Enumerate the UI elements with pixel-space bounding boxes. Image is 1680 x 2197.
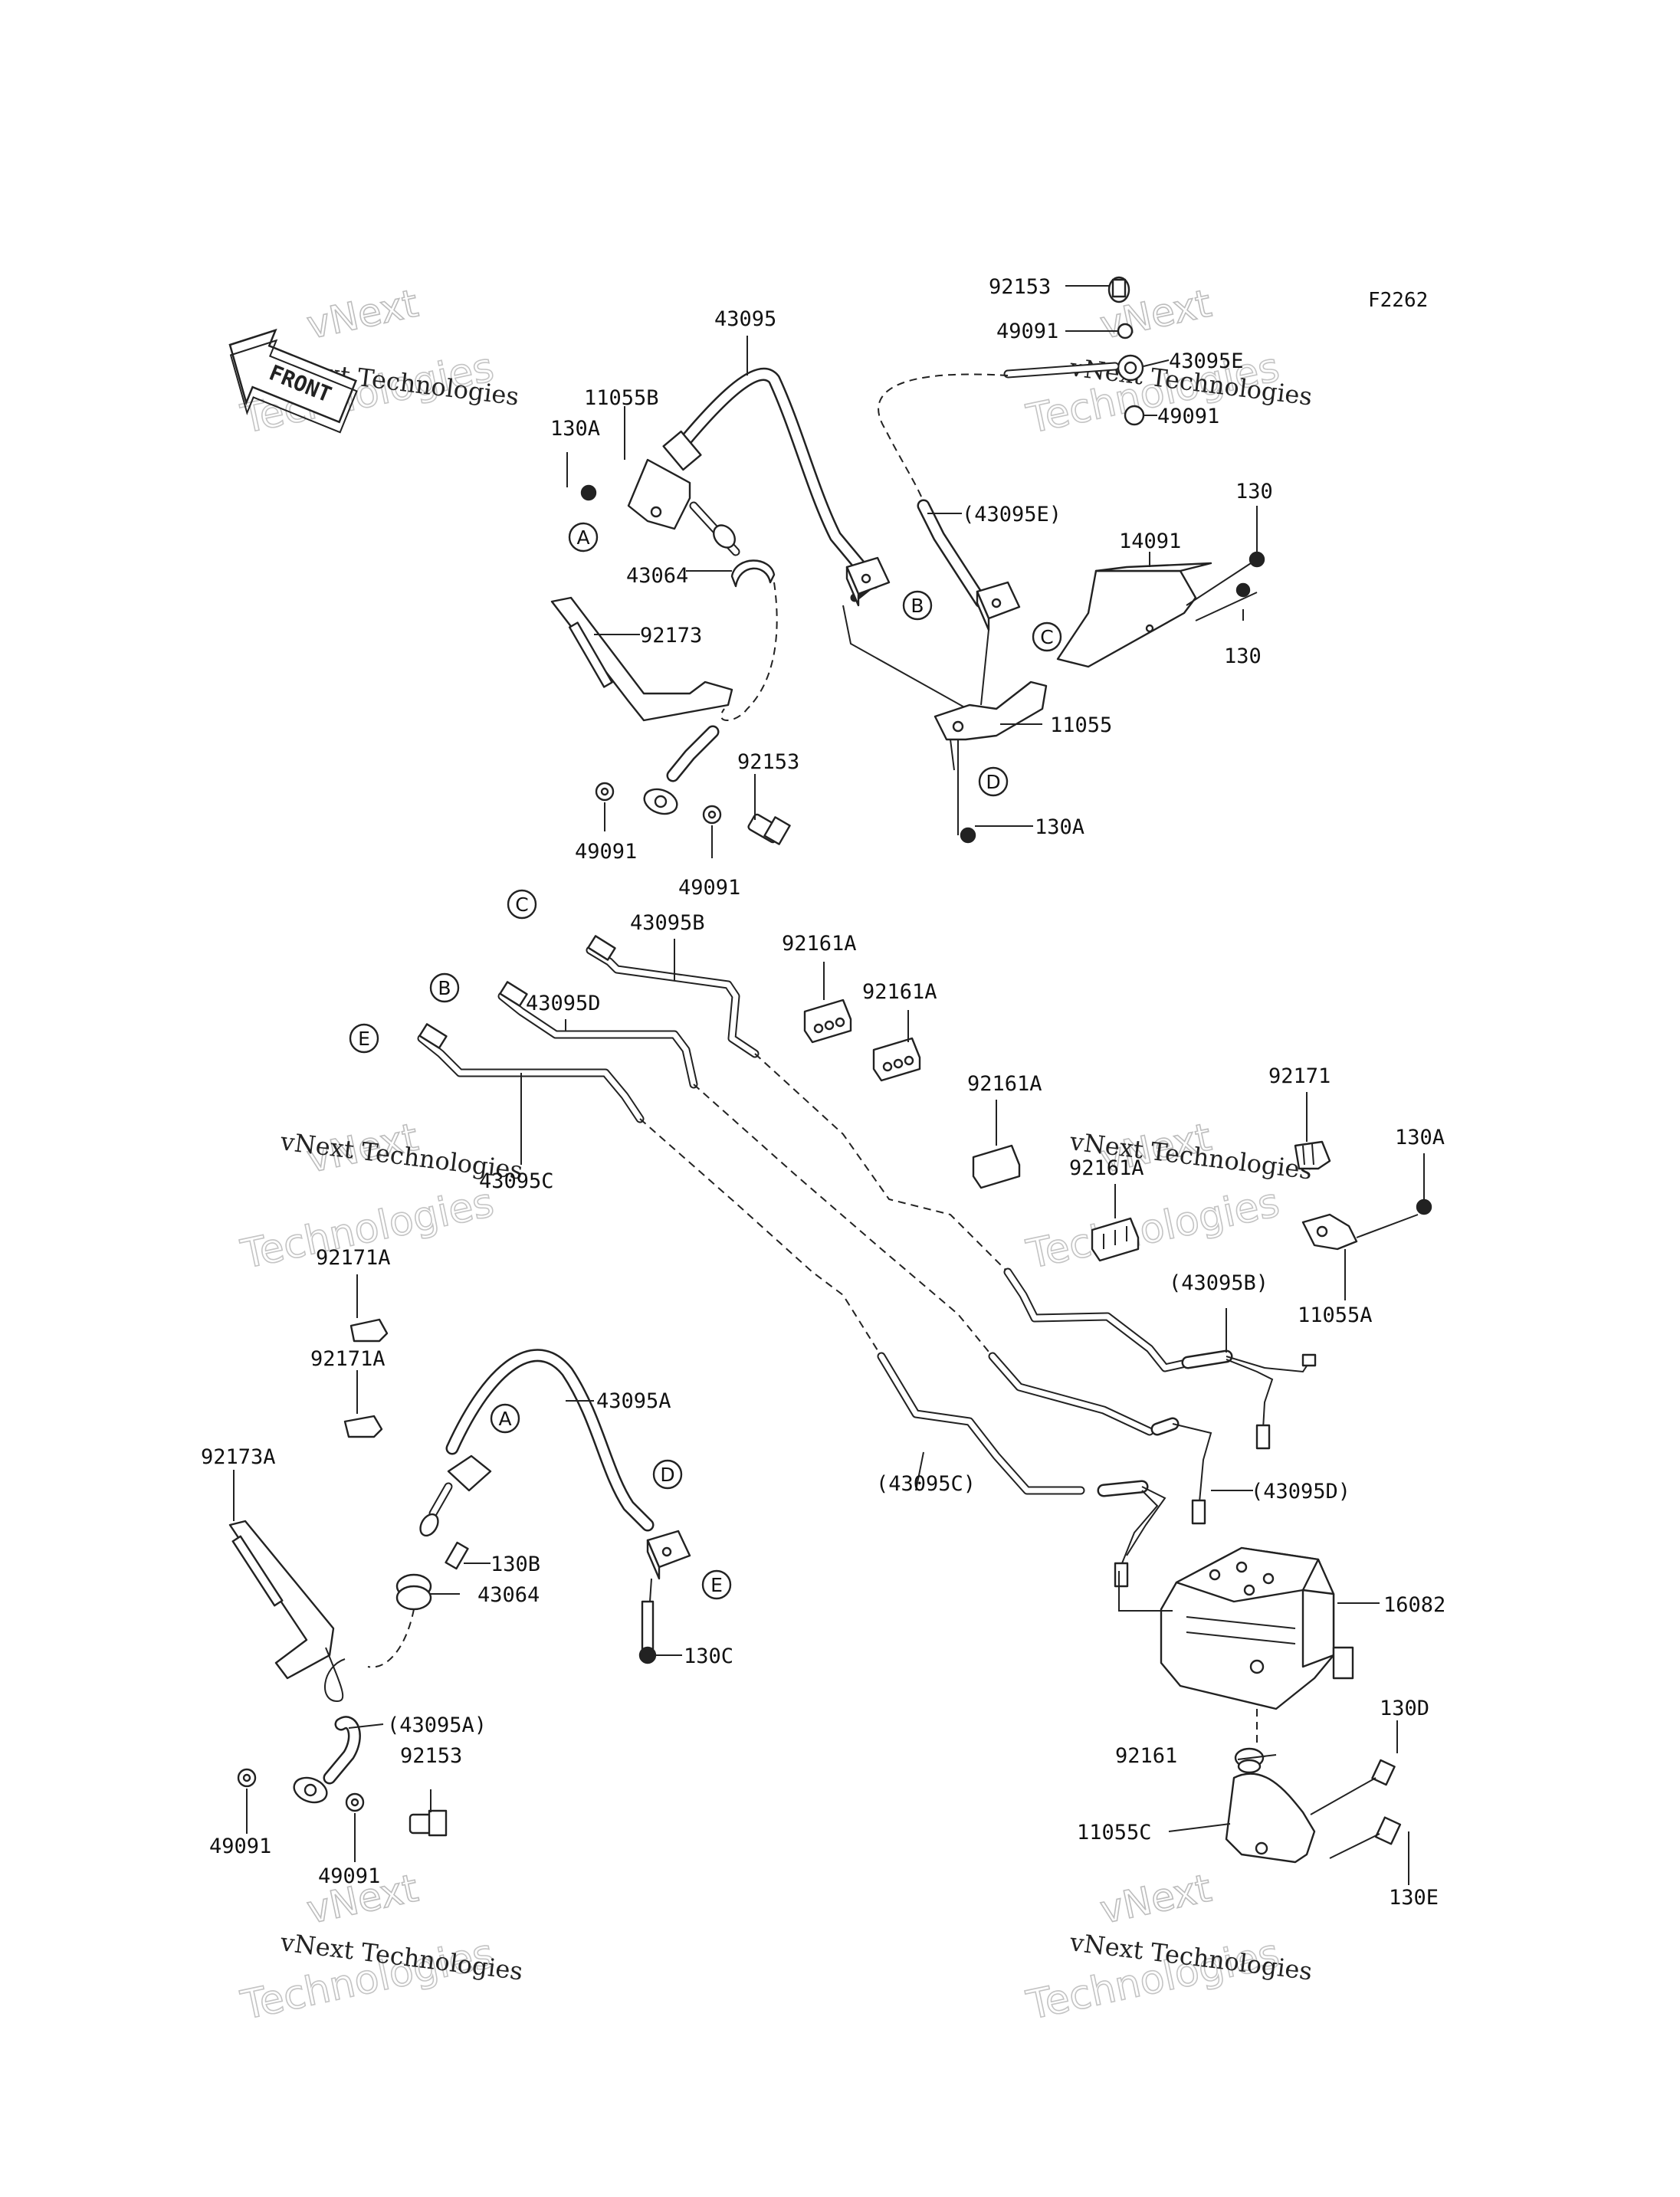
rear-hose-assembly bbox=[878, 276, 1265, 844]
abs-bracket-11055C bbox=[1225, 1747, 1402, 1864]
label-130B: 130B bbox=[491, 1553, 540, 1576]
clamp-92161A-1 bbox=[803, 998, 852, 1044]
label-92171A-2: 92171A bbox=[310, 1347, 386, 1371]
label-130D: 130D bbox=[1380, 1697, 1429, 1720]
svg-text:B: B bbox=[911, 595, 924, 617]
label-92171: 92171 bbox=[1268, 1064, 1331, 1088]
label-92173A: 92173A bbox=[201, 1445, 276, 1469]
callout-A-top: A bbox=[568, 522, 599, 553]
label-11055B: 11055B bbox=[584, 386, 659, 410]
label-43095A-paren: (43095A) bbox=[387, 1713, 487, 1737]
label-11055C: 11055C bbox=[1077, 1821, 1152, 1844]
svg-text:E: E bbox=[710, 1574, 723, 1596]
label-14091: 14091 bbox=[1119, 530, 1181, 553]
label-43064-top: 43064 bbox=[626, 564, 688, 588]
label-130A-top: 130A bbox=[550, 417, 600, 441]
label-130E: 130E bbox=[1389, 1886, 1439, 1910]
label-92161A-1: 92161A bbox=[782, 932, 857, 956]
watermark-bottom-right: vNext Technologies vNext Technologies bbox=[1022, 1865, 1314, 2030]
label-43095E: 43095E bbox=[1169, 349, 1244, 373]
callout-B-mid: B bbox=[429, 972, 460, 1003]
label-43095C: 43095C bbox=[479, 1169, 554, 1193]
clamp-92161A-2 bbox=[872, 1037, 921, 1082]
leader-lines bbox=[233, 285, 1425, 1885]
label-49091-top-left: 49091 bbox=[575, 840, 637, 864]
label-43095B: 43095B bbox=[630, 911, 705, 935]
label-92161: 92161 bbox=[1115, 1744, 1177, 1768]
label-43095: 43095 bbox=[714, 307, 776, 331]
label-43064-low: 43064 bbox=[477, 1583, 540, 1607]
svg-text:A: A bbox=[498, 1408, 511, 1430]
svg-text:D: D bbox=[986, 771, 1000, 793]
clamp-92161A-4 bbox=[1091, 1217, 1140, 1262]
label-49091-low-right: 49091 bbox=[318, 1864, 380, 1888]
label-130C: 130C bbox=[684, 1644, 733, 1668]
label-49091-lower: 49091 bbox=[1157, 405, 1219, 428]
label-16082: 16082 bbox=[1383, 1593, 1445, 1617]
watermark-bottom-left: vNext Technologies vNext Technologies bbox=[236, 1865, 524, 2030]
label-130-lower: 130 bbox=[1224, 644, 1262, 668]
label-130A-right: 130A bbox=[1395, 1126, 1445, 1149]
clamp-92171 bbox=[1294, 1140, 1331, 1170]
label-92171A-1: 92171A bbox=[316, 1246, 391, 1270]
callouts: A B C D C B E A D E bbox=[349, 522, 1062, 1600]
svg-text:C: C bbox=[1040, 626, 1053, 648]
label-92161A-3: 92161A bbox=[967, 1072, 1042, 1096]
bracket-11055A bbox=[1301, 1199, 1432, 1251]
label-92153-top-right: 92153 bbox=[989, 275, 1051, 299]
svg-text:A: A bbox=[576, 526, 589, 549]
label-92161A-2: 92161A bbox=[862, 980, 937, 1004]
label-43095E-paren: (43095E) bbox=[962, 503, 1061, 526]
label-11055: 11055 bbox=[1050, 713, 1112, 737]
callout-E-low: E bbox=[701, 1569, 732, 1600]
svg-text:C: C bbox=[515, 894, 528, 916]
abs-unit bbox=[1160, 1546, 1354, 1747]
callout-A-low: A bbox=[490, 1403, 520, 1434]
label-43095B-paren: (43095B) bbox=[1169, 1271, 1268, 1295]
label-43095A: 43095A bbox=[596, 1389, 671, 1413]
label-92153-low: 92153 bbox=[400, 1744, 462, 1768]
label-49091-low-left: 49091 bbox=[209, 1835, 271, 1858]
label-43095D-paren: (43095D) bbox=[1251, 1480, 1350, 1503]
label-49091-top-right: 49091 bbox=[678, 876, 740, 900]
lower-hose-assembly bbox=[228, 1318, 691, 1837]
callout-D-low: D bbox=[652, 1459, 683, 1490]
label-92153-top-left: 92153 bbox=[737, 750, 799, 774]
svg-text:vNext: vNext bbox=[303, 281, 422, 348]
svg-text:B: B bbox=[438, 977, 451, 999]
svg-text:D: D bbox=[660, 1464, 674, 1486]
callout-E-mid: E bbox=[349, 1023, 379, 1054]
part-labels: 43095 11055B 130A 43064 92173 49091 4909… bbox=[201, 275, 1445, 1910]
label-92173: 92173 bbox=[640, 624, 702, 648]
svg-text:vNext: vNext bbox=[1096, 1866, 1215, 1933]
label-43095D: 43095D bbox=[526, 992, 601, 1015]
callout-D-top: D bbox=[978, 766, 1009, 797]
svg-text:E: E bbox=[358, 1028, 370, 1050]
label-130-upper: 130 bbox=[1235, 480, 1273, 503]
front-arrow-icon: FRONT bbox=[228, 328, 358, 434]
callout-C-top: C bbox=[1032, 621, 1062, 652]
label-43095C-paren: (43095C) bbox=[876, 1472, 976, 1496]
label-11055A: 11055A bbox=[1298, 1303, 1373, 1327]
callout-C-mid: C bbox=[507, 889, 537, 920]
front-hose-assembly bbox=[550, 368, 982, 845]
diagram-code: F2262 bbox=[1368, 289, 1428, 312]
callout-B-top: B bbox=[902, 590, 933, 621]
clamp-92161A-3 bbox=[972, 1144, 1021, 1189]
label-130A-mid: 130A bbox=[1035, 815, 1084, 839]
label-92161A-4: 92161A bbox=[1069, 1156, 1144, 1180]
brake-pipes bbox=[417, 935, 1317, 1588]
label-49091-upper: 49091 bbox=[996, 320, 1058, 343]
watermark-mid-right: vNext Technologies vNext Technologies bbox=[1022, 1114, 1314, 1279]
svg-text:Technologies: Technologies bbox=[1022, 1180, 1283, 1278]
